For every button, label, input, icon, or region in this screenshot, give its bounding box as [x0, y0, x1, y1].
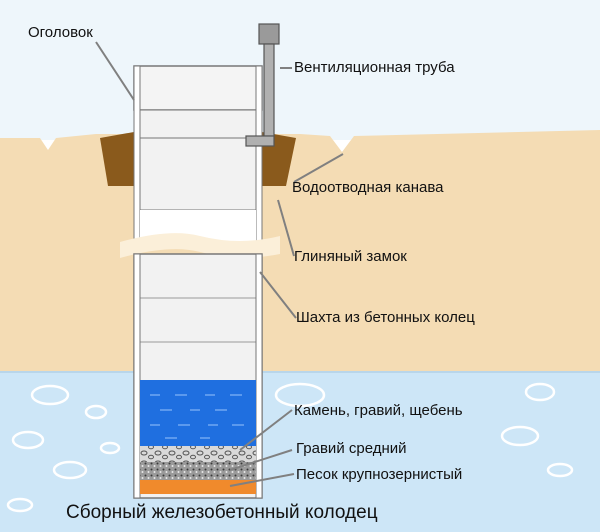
sky-area — [0, 0, 600, 140]
upper-ring-2 — [133, 137, 263, 211]
label-head: Оголовок — [28, 24, 93, 41]
gravel-layer — [140, 462, 256, 480]
well-head — [133, 65, 263, 111]
label-vent-pipe: Вентиляционная труба — [294, 59, 455, 76]
stone-layer — [140, 446, 256, 462]
vent-pipe-cap — [258, 23, 280, 45]
water-ripples — [150, 394, 244, 439]
label-drain-ditch: Водоотводная канава — [292, 179, 444, 196]
label-shaft: Шахта из бетонных колец — [296, 309, 475, 326]
upper-shaft-inner-right — [255, 65, 263, 243]
aquifer-layer — [0, 372, 600, 532]
shaft-break — [120, 233, 280, 258]
label-gravel: Гравий средний — [296, 440, 407, 457]
label-sand: Песок крупнозернистый — [296, 466, 463, 483]
sand-layer — [140, 480, 256, 494]
leader-lines — [95, 41, 344, 487]
well-water — [140, 380, 256, 446]
aquifer-bubbles — [6, 382, 574, 513]
vent-pipe-horizontal — [245, 135, 275, 147]
vent-pipe-vertical — [263, 43, 275, 137]
clay-lock-left — [100, 132, 134, 186]
upper-ring-1 — [133, 109, 263, 139]
label-stone: Камень, гравий, щебень — [294, 402, 463, 419]
label-clay-lock: Глиняный замок — [294, 248, 407, 265]
lower-shaft-wall-left — [133, 253, 141, 499]
lower-shaft-wall-right — [255, 253, 263, 499]
diagram-caption: Сборный железобетонный колодец — [66, 502, 378, 523]
upper-shaft-inner-left — [133, 65, 141, 243]
